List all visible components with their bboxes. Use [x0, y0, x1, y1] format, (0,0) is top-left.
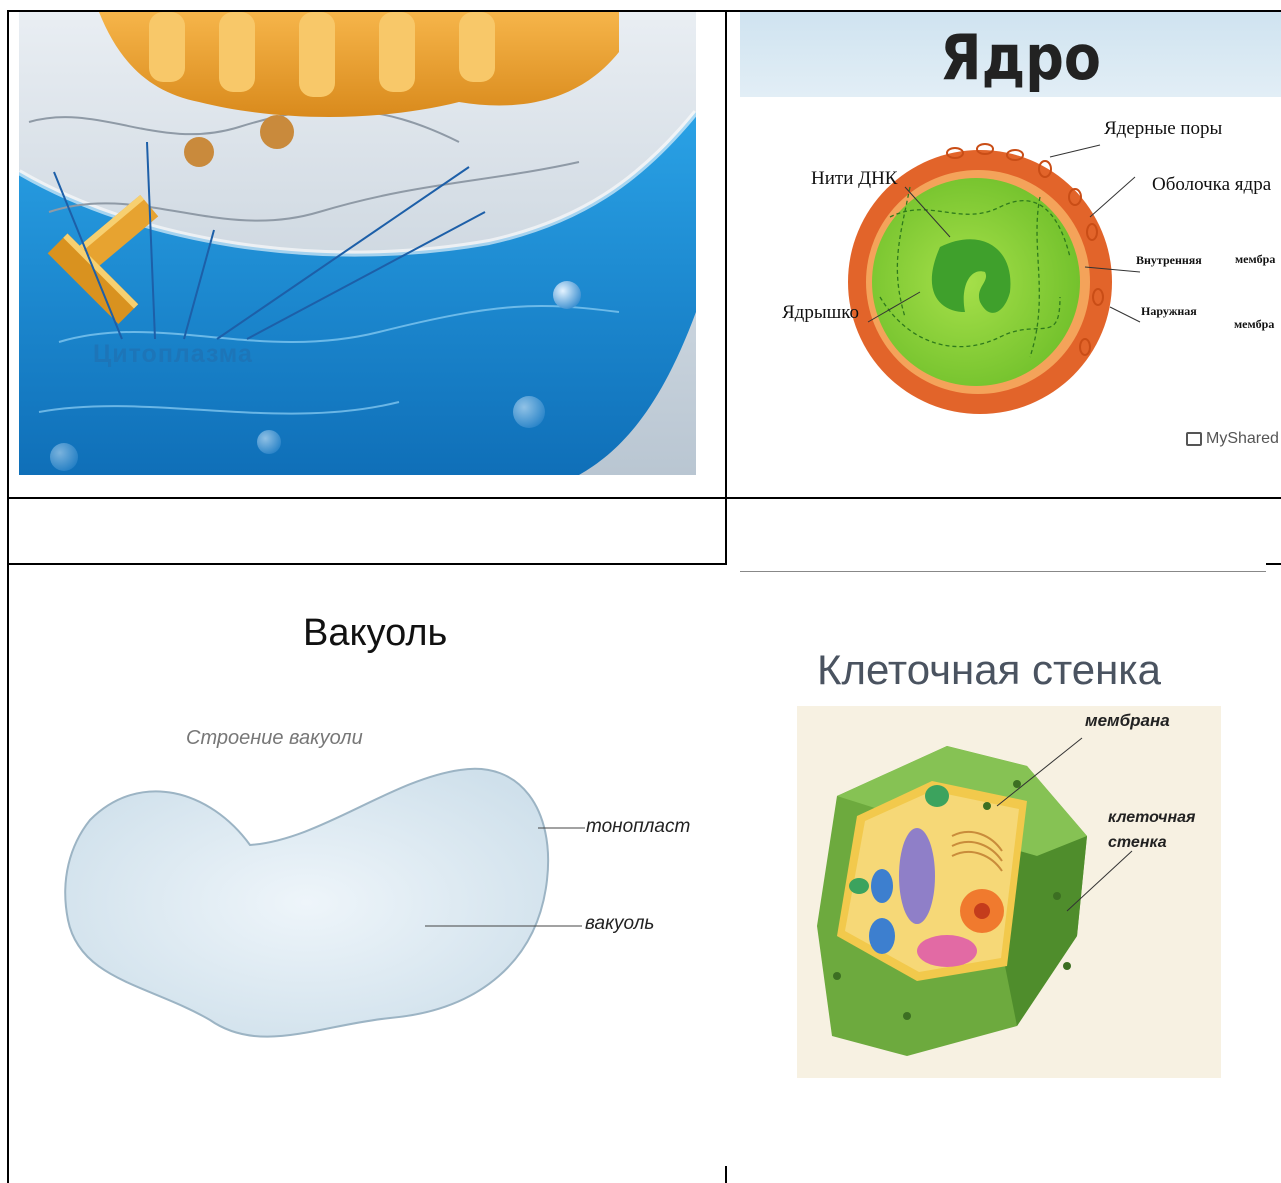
label-outer-membrane: мембра: [1234, 317, 1274, 332]
cell-wall-figure: [797, 706, 1221, 1078]
table-row-divider-1: [7, 497, 1281, 499]
vacuole-subtitle: Строение вакуоли: [186, 727, 363, 750]
vacuole-diagram: [60, 760, 720, 1060]
table-border-left: [7, 10, 9, 1183]
label-cell-wall-line1: клеточная: [1108, 809, 1195, 827]
table-divider-vertical-stub: [725, 1166, 727, 1183]
nucleus-figure: Ядро: [740, 12, 1281, 469]
nucleus-diagram: [740, 97, 1281, 469]
cytoplasm-figure: Цитоплазма: [19, 12, 696, 475]
table-row-divider-thin: [740, 571, 1266, 572]
vacuole-title: Вакуоль: [303, 612, 447, 655]
label-nuclear-pores: Ядерные поры: [1104, 118, 1222, 140]
myshared-watermark: MyShared: [1186, 430, 1279, 448]
label-dna-threads: Нити ДНК: [811, 168, 897, 190]
label-membrane: мембрана: [1085, 711, 1170, 731]
table-divider-vertical-upper: [725, 10, 727, 563]
nucleus-title: Ядро: [940, 21, 1101, 93]
plant-cell-diagram: [797, 706, 1221, 1078]
myshared-logo-icon: [1186, 432, 1202, 446]
table-row-divider-2-left: [7, 563, 727, 565]
label-tonoplast: тонопласт: [586, 816, 690, 838]
label-cell-wall-line2: стенка: [1108, 834, 1167, 852]
label-outer: Наружная: [1141, 304, 1197, 319]
label-inner-membrane: мембра: [1235, 252, 1275, 267]
cytoplasm-illustration: [19, 12, 696, 475]
label-inner: Внутренняя: [1136, 253, 1202, 268]
label-vacuole: вакуоль: [585, 913, 654, 935]
label-nucleolus: Ядрышко: [782, 302, 859, 324]
label-nuclear-envelope: Оболочка ядра: [1152, 174, 1271, 196]
cytoplasm-label: Цитоплазма: [93, 340, 253, 369]
table-row-divider-2-right: [1266, 563, 1281, 565]
myshared-watermark-text: MyShared: [1206, 430, 1279, 448]
cell-wall-title: Клеточная стенка: [817, 646, 1161, 694]
